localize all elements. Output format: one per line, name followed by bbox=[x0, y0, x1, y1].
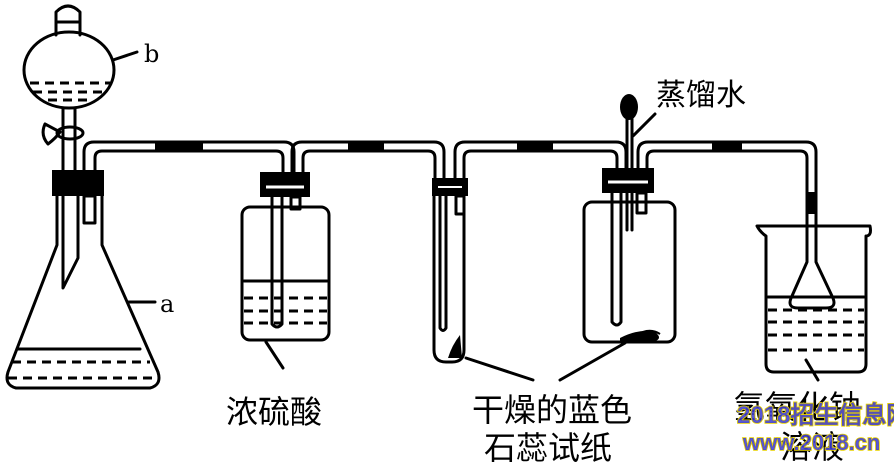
dropper-bulb bbox=[620, 94, 638, 120]
label-conc-sulfuric-acid: 浓硫酸 bbox=[226, 393, 322, 431]
stopcock bbox=[55, 125, 85, 141]
litmus-paper-wet bbox=[620, 330, 659, 342]
test-tube-body bbox=[432, 194, 466, 364]
label-b: b bbox=[144, 40, 159, 68]
flask-stopper bbox=[52, 170, 104, 196]
separatory-funnel: b bbox=[22, 4, 159, 172]
rubber-joint-3 bbox=[517, 141, 553, 151]
watermark-line1: 2018招生信息网 bbox=[737, 401, 894, 429]
wash-bottle-body bbox=[582, 200, 677, 344]
label-distilled-water: 蒸馏水 bbox=[656, 78, 746, 113]
beaker bbox=[755, 224, 872, 382]
drying-bottle: 浓硫酸 bbox=[226, 172, 331, 431]
flask-body bbox=[5, 194, 161, 390]
rubber-joint-2 bbox=[348, 141, 384, 151]
connecting-tubes bbox=[82, 140, 818, 242]
label-litmus-line2: 石蕊试纸 bbox=[484, 429, 612, 467]
rubber-joint-4 bbox=[712, 141, 742, 151]
wet-litmus-bottle: 蒸馏水 bbox=[582, 78, 746, 344]
funnel-tip bbox=[61, 194, 80, 290]
funnel-bulb bbox=[22, 30, 116, 110]
drying-bottle-body bbox=[240, 205, 331, 342]
litmus-pointer-lines bbox=[464, 341, 627, 382]
label-naoh-line1: 氢氧化钠 bbox=[733, 388, 861, 426]
litmus-paper-dry bbox=[448, 335, 462, 358]
conical-flask: a bbox=[5, 170, 174, 390]
flask-outlet-tube bbox=[82, 194, 97, 225]
test-tube bbox=[432, 178, 468, 364]
test-tube-inlet bbox=[438, 194, 448, 332]
watermark-line2: www.2018.cn bbox=[742, 430, 880, 455]
label-litmus-line1: 干燥的蓝色 bbox=[472, 391, 632, 429]
wash-bottle-inlet bbox=[610, 191, 623, 327]
drying-bottle-stopper bbox=[260, 172, 310, 197]
label-naoh-line2: 溶液 bbox=[780, 428, 844, 466]
funnel-stopper bbox=[54, 4, 82, 37]
drying-bottle-inlet bbox=[270, 195, 284, 329]
label-a: a bbox=[160, 290, 174, 318]
rubber-joint-5 bbox=[806, 192, 817, 214]
inverted-funnel bbox=[788, 238, 836, 310]
rubber-joint-1 bbox=[155, 141, 203, 151]
beaker-body bbox=[755, 224, 872, 374]
